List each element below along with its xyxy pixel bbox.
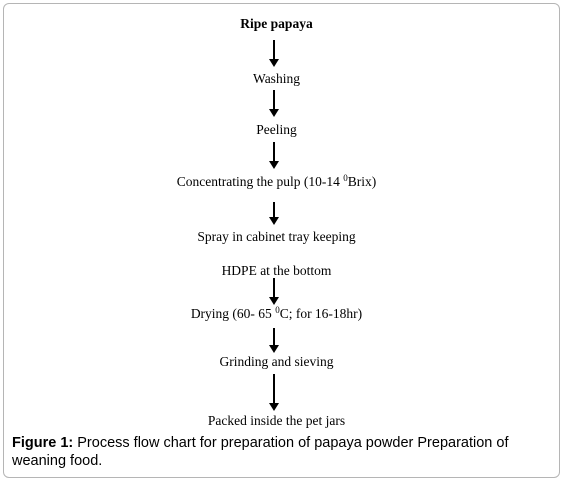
step-ripe-papaya: Ripe papaya (240, 16, 313, 31)
step-drying-unit: C; for 16-18hr) (279, 306, 363, 321)
arrow-down-icon (269, 374, 279, 411)
arrow-down-icon (269, 40, 279, 67)
arrow-down-icon (269, 142, 279, 169)
step-concentrating-unit: Brix) (347, 174, 377, 189)
step-peeling: Peeling (256, 122, 297, 137)
step-packed: Packed inside the pet jars (207, 413, 346, 428)
step-grinding: Grinding and sieving (219, 354, 334, 369)
arrow-down-icon (269, 90, 279, 117)
arrow-down-icon (269, 278, 279, 305)
step-spray-tray: Spray in cabinet tray keeping (197, 229, 356, 244)
step-concentrating-text: Concentrating the pulp (10-14 (176, 174, 344, 189)
figure-frame: Ripe papaya Washing Peeling Concentratin… (3, 3, 560, 478)
step-drying-text: Drying (60- 65 (190, 306, 276, 321)
step-washing: Washing (253, 71, 300, 86)
step-concentrating: Concentrating the pulp (10-14 0Brix) (4, 174, 549, 190)
figure-label: Figure 1: (12, 435, 74, 451)
figure-caption: Figure 1: Process flow chart for prepara… (12, 434, 547, 470)
degree-superscript: 0 (343, 173, 348, 183)
arrow-down-icon (269, 328, 279, 353)
arrow-down-icon (269, 202, 279, 225)
degree-superscript: 0 (275, 305, 280, 315)
step-drying: Drying (60- 65 0C; for 16-18hr) (4, 306, 549, 322)
caption-text: Process flow chart for preparation of pa… (12, 435, 509, 469)
step-hdpe-bottom: HDPE at the bottom (221, 263, 332, 278)
